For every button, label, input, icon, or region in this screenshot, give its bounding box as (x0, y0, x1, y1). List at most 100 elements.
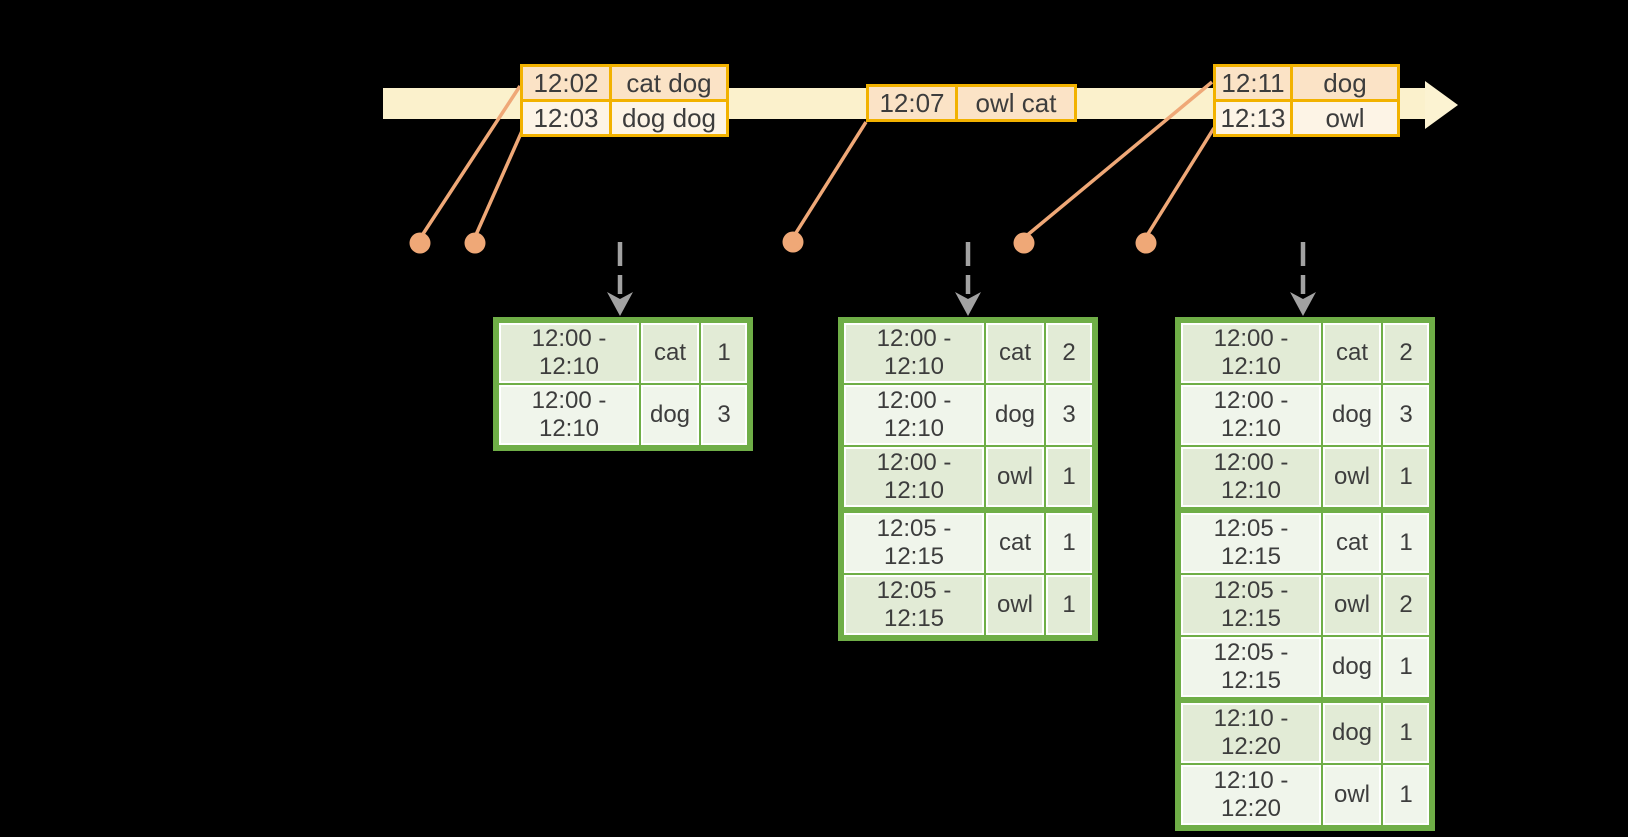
count-cell: 2 (1383, 575, 1429, 635)
result-group: 12:05 - 12:15 cat 1 12:05 - 12:15 owl 2 … (1179, 511, 1431, 699)
word-cell: owl (986, 447, 1044, 507)
table-row: 12:00 - 12:10 owl 1 (844, 447, 1092, 507)
event-marker-dot (409, 232, 431, 254)
result-group: 12:00 - 12:10 cat 2 12:00 - 12:10 dog 3 … (1179, 321, 1431, 509)
trigger-arrow-stems (617, 242, 1306, 294)
count-cell: 1 (1383, 513, 1429, 573)
word-cell: dog (1323, 703, 1381, 763)
event-time-cell: 12:03 (520, 99, 612, 137)
table-row: 12:10 - 12:20 dog 1 (1181, 703, 1429, 763)
table-row: 12:00 - 12:10 cat 2 (844, 323, 1092, 383)
event-table-1: 12:02 cat dog 12:03 dog dog (520, 64, 729, 137)
event-words-cell: cat dog (609, 64, 729, 102)
word-cell: dog (641, 385, 699, 445)
count-cell: 1 (1383, 447, 1429, 507)
table-row: 12:00 - 12:10 cat 1 (499, 323, 747, 383)
window-cell: 12:00 - 12:10 (1181, 447, 1321, 507)
result-table-3: 12:00 - 12:10 cat 2 12:00 - 12:10 dog 3 … (1175, 317, 1435, 831)
count-cell: 1 (1383, 765, 1429, 825)
event-marker-dot (464, 232, 486, 254)
word-cell: dog (1323, 637, 1381, 697)
window-cell: 12:10 - 12:20 (1181, 765, 1321, 825)
word-cell: cat (1323, 323, 1381, 383)
result-group: 12:00 - 12:10 cat 1 12:00 - 12:10 dog 3 (497, 321, 749, 447)
word-cell: cat (641, 323, 699, 383)
window-cell: 12:00 - 12:10 (844, 447, 984, 507)
table-row: 12:00 - 12:10 dog 3 (499, 385, 747, 445)
result-table-2: 12:00 - 12:10 cat 2 12:00 - 12:10 dog 3 … (838, 317, 1098, 641)
event-time-cell: 12:13 (1213, 99, 1293, 137)
word-cell: cat (1323, 513, 1381, 573)
window-cell: 12:00 - 12:10 (1181, 323, 1321, 383)
count-cell: 1 (1046, 513, 1092, 573)
count-cell: 2 (1046, 323, 1092, 383)
table-row: 12:02 cat dog (520, 64, 729, 102)
count-cell: 3 (1046, 385, 1092, 445)
event-time-cell: 12:07 (866, 84, 958, 122)
event-marker-line (1144, 127, 1216, 238)
result-group: 12:00 - 12:10 cat 2 12:00 - 12:10 dog 3 … (842, 321, 1094, 509)
result-table-1: 12:00 - 12:10 cat 1 12:00 - 12:10 dog 3 (493, 317, 753, 451)
word-cell: owl (1323, 575, 1381, 635)
table-row: 12:00 - 12:10 dog 3 (844, 385, 1092, 445)
window-cell: 12:05 - 12:15 (1181, 637, 1321, 697)
event-marker-line (1023, 80, 1214, 239)
timeline-arrowhead-icon (1425, 81, 1458, 129)
count-cell: 3 (701, 385, 747, 445)
table-row: 12:05 - 12:15 cat 1 (1181, 513, 1429, 573)
word-cell: owl (1323, 765, 1381, 825)
window-cell: 12:00 - 12:10 (844, 323, 984, 383)
table-row: 12:00 - 12:10 dog 3 (1181, 385, 1429, 445)
window-cell: 12:05 - 12:15 (1181, 575, 1321, 635)
window-cell: 12:05 - 12:15 (844, 513, 984, 573)
table-row: 12:05 - 12:15 owl 1 (844, 575, 1092, 635)
word-cell: dog (986, 385, 1044, 445)
window-cell: 12:05 - 12:15 (844, 575, 984, 635)
count-cell: 1 (1383, 637, 1429, 697)
table-row: 12:05 - 12:15 dog 1 (1181, 637, 1429, 697)
table-row: 12:05 - 12:15 owl 2 (1181, 575, 1429, 635)
event-marker-lines (419, 80, 1216, 239)
window-cell: 12:00 - 12:10 (499, 385, 639, 445)
word-cell: cat (986, 323, 1044, 383)
event-words-cell: owl cat (955, 84, 1077, 122)
event-table-2: 12:07 owl cat (866, 84, 1077, 122)
event-marker-dot (1013, 232, 1035, 254)
table-row: 12:11 dog (1213, 64, 1400, 102)
window-cell: 12:05 - 12:15 (1181, 513, 1321, 573)
count-cell: 1 (1046, 575, 1092, 635)
table-row: 12:03 dog dog (520, 99, 729, 137)
event-marker-dot (1135, 232, 1157, 254)
trigger-arrowhead-icon (607, 292, 633, 316)
event-time-cell: 12:11 (1213, 64, 1293, 102)
event-time-cell: 12:02 (520, 64, 612, 102)
count-cell: 3 (1383, 385, 1429, 445)
word-cell: owl (986, 575, 1044, 635)
table-row: 12:00 - 12:10 cat 2 (1181, 323, 1429, 383)
event-table-3: 12:11 dog 12:13 owl (1213, 64, 1400, 137)
event-marker-line (792, 121, 868, 237)
window-cell: 12:10 - 12:20 (1181, 703, 1321, 763)
table-row: 12:07 owl cat (866, 84, 1077, 122)
trigger-arrowhead-icon (1290, 292, 1316, 316)
table-row: 12:00 - 12:10 owl 1 (1181, 447, 1429, 507)
event-words-cell: dog (1290, 64, 1400, 102)
event-marker-line (419, 85, 522, 238)
result-group: 12:05 - 12:15 cat 1 12:05 - 12:15 owl 1 (842, 511, 1094, 637)
count-cell: 1 (1046, 447, 1092, 507)
count-cell: 1 (701, 323, 747, 383)
event-words-cell: owl (1290, 99, 1400, 137)
window-cell: 12:00 - 12:10 (499, 323, 639, 383)
trigger-arrowhead-icon (955, 292, 981, 316)
count-cell: 2 (1383, 323, 1429, 383)
table-row: 12:05 - 12:15 cat 1 (844, 513, 1092, 573)
event-marker-line (473, 130, 524, 238)
event-marker-dots (409, 231, 1157, 254)
window-cell: 12:00 - 12:10 (844, 385, 984, 445)
result-group: 12:10 - 12:20 dog 1 12:10 - 12:20 owl 1 (1179, 701, 1431, 827)
count-cell: 1 (1383, 703, 1429, 763)
window-cell: 12:00 - 12:10 (1181, 385, 1321, 445)
word-cell: dog (1323, 385, 1381, 445)
